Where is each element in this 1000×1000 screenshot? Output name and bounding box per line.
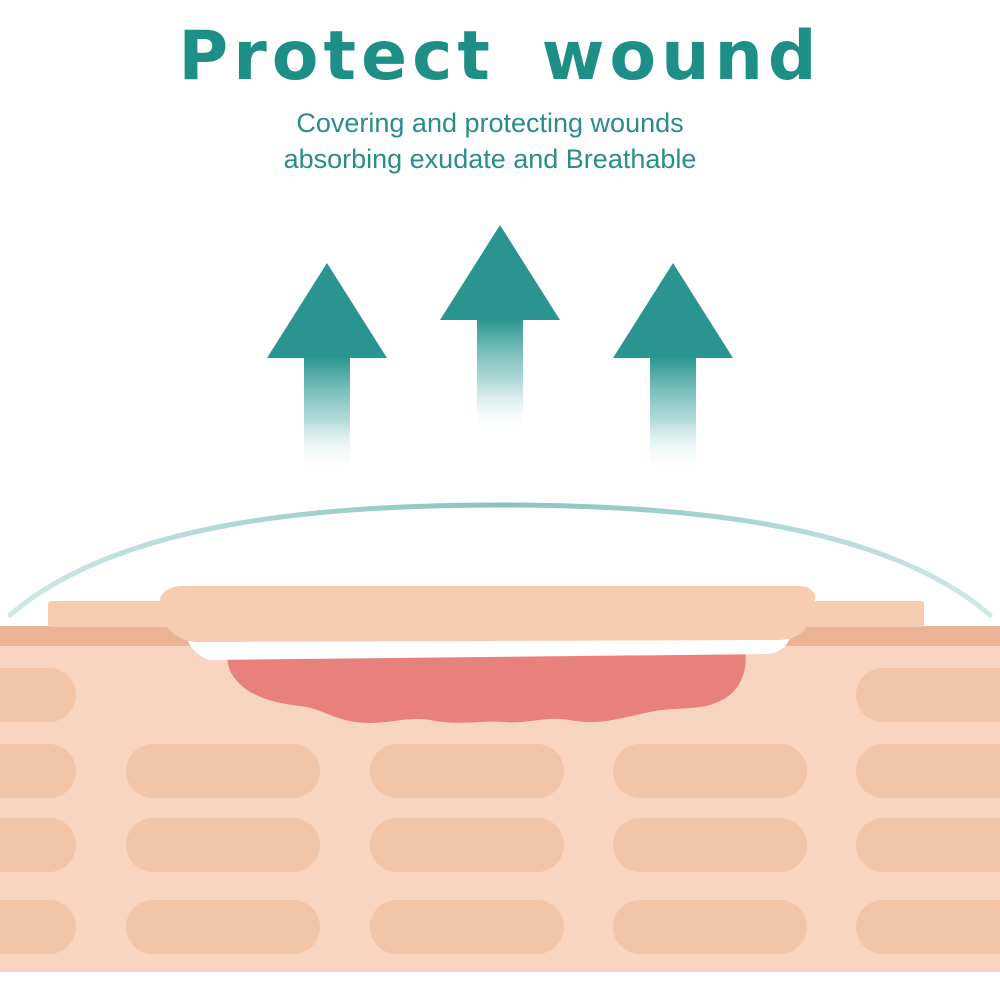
page-title: Protect wound [178,17,822,96]
up-arrow-icon [613,263,733,472]
dressing-backing [48,585,924,642]
up-arrow-icon [267,263,387,472]
protection-arc [7,502,993,618]
up-arrow-icon [440,225,560,434]
wound-area [227,650,746,723]
subtitle-line-1: Covering and protecting wounds [296,108,684,138]
skin-cells [0,668,1000,954]
subtitle-line-2: absorbing exudate and Breathable [283,144,697,174]
